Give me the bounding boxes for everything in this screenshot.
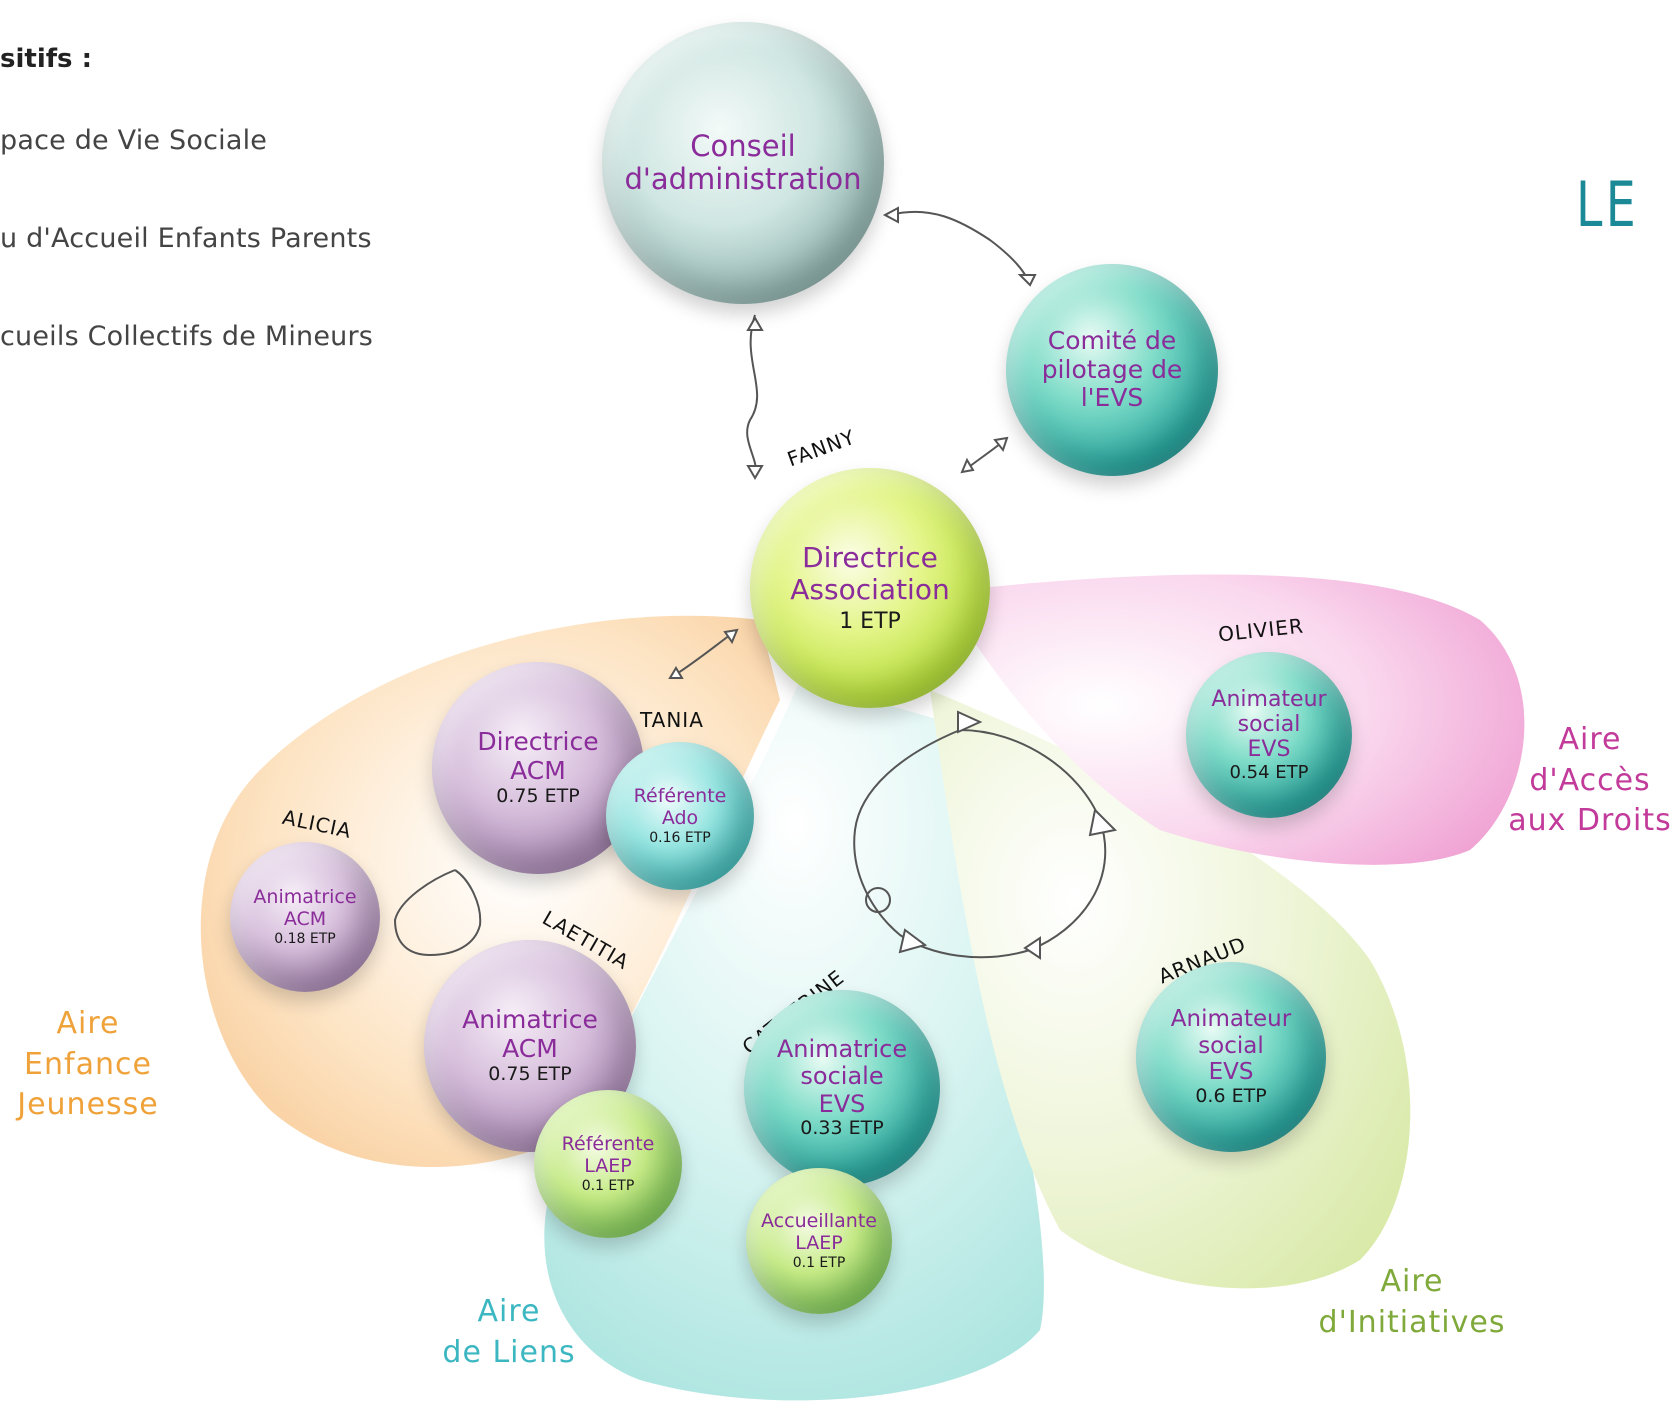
node-animateur-olivier: Animateur social EVS 0.54 ETP — [1186, 652, 1352, 818]
central-cycle-arrows — [853, 728, 1107, 959]
role-line: Animateur — [1170, 1006, 1292, 1033]
acm-cycle-arrows — [393, 869, 482, 957]
label-aire-enfance-jeunesse: Aire Enfance Jeunesse — [0, 1004, 176, 1126]
etp-value: 0.18 ETP — [274, 930, 336, 947]
area-label-line: de Liens — [442, 1334, 576, 1370]
label-aire-initiatives: Aire d'Initiatives — [1298, 1262, 1526, 1343]
role-line: Référente — [561, 1133, 655, 1156]
role-line: Accueillante — [761, 1210, 877, 1233]
arrowhead — [993, 436, 1009, 453]
role-line: ACM — [283, 907, 327, 930]
legend-item-evs: pace de Vie Sociale — [0, 125, 268, 156]
role-line: EVS — [818, 1089, 866, 1118]
role-line: Animatrice — [462, 1005, 598, 1035]
role-line: ACM — [502, 1034, 558, 1064]
legend-title: sitifs : — [0, 44, 92, 74]
label-aire-droits: Aire d'Accès aux Droits — [1502, 720, 1678, 842]
arrowhead — [960, 457, 975, 474]
arrowhead — [746, 465, 764, 480]
role-line: pilotage de — [1041, 354, 1183, 384]
arrow-conseil-directrice — [746, 314, 759, 476]
role-line: l'EVS — [1080, 383, 1144, 413]
node-comite-pilotage: Comité de pilotage de l'EVS — [1006, 264, 1218, 476]
role-line: Ado — [661, 806, 699, 829]
role-line: Association — [790, 573, 950, 607]
area-label-line: aux Droits — [1508, 803, 1672, 838]
area-label-line: Jeunesse — [17, 1087, 159, 1122]
etp-value: 0.1 ETP — [581, 1177, 635, 1194]
role-line: d'administration — [624, 162, 862, 196]
person-tania: TANIA — [640, 708, 704, 732]
arrow-directrice-acm — [674, 634, 731, 676]
legend-item-acm: cueils Collectifs de Mineurs — [0, 321, 374, 352]
arrowhead — [746, 316, 764, 331]
area-label-line: Aire — [1558, 722, 1622, 757]
etp-value: 0.16 ETP — [649, 829, 711, 846]
role-line: LAEP — [795, 1231, 843, 1254]
label-aire-liens: Aire de Liens — [424, 1292, 594, 1373]
role-line: social — [1198, 1032, 1264, 1059]
arrowhead — [668, 666, 684, 679]
node-directrice-association: Directrice Association 1 ETP — [750, 468, 990, 708]
area-label-line: Aire — [477, 1294, 541, 1329]
arrow-conseil-comite — [889, 210, 1031, 286]
role-line: LAEP — [584, 1154, 632, 1177]
area-label-line: Aire — [1380, 1264, 1444, 1299]
arrowhead — [957, 710, 983, 734]
etp-value: 0.75 ETP — [488, 1062, 572, 1085]
etp-value: 0.1 ETP — [792, 1254, 846, 1271]
arrowhead — [898, 928, 928, 954]
role-line: Animatrice — [253, 886, 357, 909]
arrowhead — [1023, 936, 1041, 960]
node-animateur-arnaud: Animateur social EVS 0.6 ETP — [1136, 962, 1326, 1152]
etp-value: 0.6 ETP — [1195, 1084, 1267, 1107]
etp-value: 0.75 ETP — [496, 784, 580, 807]
area-label-line: Enfance — [24, 1046, 152, 1082]
slide-heading: LE — [1576, 168, 1640, 241]
node-animatrice-acm-alicia: Animatrice ACM 0.18 ETP — [230, 842, 380, 992]
arrowhead — [1017, 274, 1037, 287]
area-label-line: d'Initiatives — [1318, 1304, 1506, 1340]
arrowhead — [1088, 807, 1118, 837]
role-line: Animatrice — [776, 1034, 908, 1063]
legend-item-laep: u d'Accueil Enfants Parents — [0, 223, 372, 254]
arrowhead — [723, 628, 739, 645]
node-referente-ado: Référente Ado 0.16 ETP — [606, 742, 754, 890]
role-line: EVS — [1247, 737, 1291, 763]
role-line: ACM — [510, 756, 566, 786]
role-line: Conseil — [690, 128, 796, 163]
etp-value: 1 ETP — [839, 608, 901, 634]
etp-value: 0.54 ETP — [1229, 761, 1309, 783]
node-animatrice-sociale: Animatrice sociale EVS 0.33 ETP — [744, 990, 940, 1186]
area-label-line: d'Accès — [1529, 762, 1651, 798]
role-line: Animateur — [1211, 686, 1327, 712]
area-label-line: Aire — [56, 1006, 120, 1041]
role-line: Comité de — [1047, 325, 1177, 355]
role-line: sociale — [800, 1062, 884, 1091]
role-line: Référente — [633, 785, 727, 808]
node-accueillante-laep: Accueillante LAEP 0.1 ETP — [746, 1168, 892, 1314]
role-line: Directrice — [802, 541, 938, 575]
node-referente-laep: Référente LAEP 0.1 ETP — [534, 1090, 682, 1238]
arrowhead — [882, 206, 899, 224]
node-conseil: Conseil d'administration — [602, 22, 884, 304]
role-line: Directrice — [477, 727, 599, 757]
etp-value: 0.33 ETP — [800, 1117, 884, 1140]
role-line: social — [1237, 712, 1301, 737]
role-line: EVS — [1208, 1059, 1254, 1086]
